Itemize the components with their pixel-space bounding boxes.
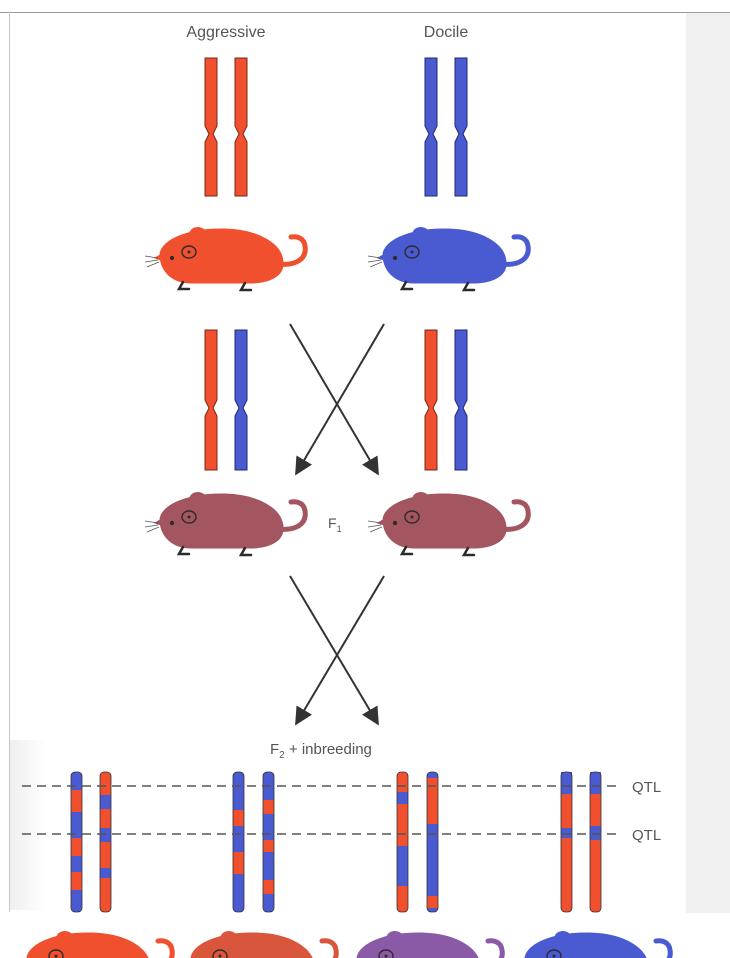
label-docile: Docile — [424, 24, 469, 41]
chromosome-icon — [204, 329, 218, 471]
label-qtl-upper: QTL — [632, 779, 661, 796]
chromosome-icon — [234, 57, 248, 197]
frame-top-border — [0, 12, 730, 13]
chromosome-icon — [589, 771, 602, 913]
chromosome-icon — [424, 57, 438, 197]
chromosome-icon — [396, 771, 409, 913]
chromosome-icon — [204, 57, 218, 197]
chromosome-icon — [234, 329, 248, 471]
mouse-icon — [368, 493, 528, 555]
chromosome-pair-hybrid-right — [424, 329, 468, 471]
mouse-icon — [342, 932, 502, 958]
f2-chromosome-pair-2 — [232, 771, 275, 913]
f2-chromosome-pair-3 — [396, 771, 439, 913]
label-aggressive: Aggressive — [186, 24, 265, 41]
chromosome-icon — [454, 57, 468, 197]
f2-chromosome-pair-4 — [560, 771, 602, 913]
chromosome-icon — [424, 329, 438, 471]
chromosome-pair-aggressive — [204, 57, 248, 197]
arrow-icon — [295, 575, 385, 726]
mouse-icon — [12, 932, 172, 958]
f2-chromosome-pair-1 — [70, 771, 112, 913]
chromosome-icon — [70, 771, 83, 913]
mouse-icon — [145, 493, 305, 555]
f2-mice-row — [12, 932, 670, 958]
chromosome-icon — [99, 771, 112, 913]
arrow-icon — [289, 575, 379, 726]
side-panel — [686, 13, 730, 913]
frame-left-border — [9, 12, 10, 912]
mouse-icon — [510, 932, 670, 958]
arrow-icon — [289, 323, 379, 476]
label-qtl-lower: QTL — [632, 827, 661, 844]
chromosome-pair-hybrid-left — [204, 329, 248, 471]
mouse-icon — [145, 228, 305, 290]
arrow-icon — [295, 323, 385, 476]
mouse-icon — [176, 932, 336, 958]
chromosome-pair-docile — [424, 57, 468, 197]
label-f2-inbreeding: F2 + inbreeding — [270, 741, 372, 761]
chromosome-icon — [262, 771, 275, 913]
label-f1: F1 — [328, 515, 342, 534]
chromosome-icon — [560, 771, 573, 913]
scan-shadow — [10, 740, 46, 910]
mouse-icon — [368, 228, 528, 290]
chromosome-icon — [426, 771, 439, 913]
chromosome-icon — [232, 771, 245, 913]
chromosome-icon — [454, 329, 468, 471]
